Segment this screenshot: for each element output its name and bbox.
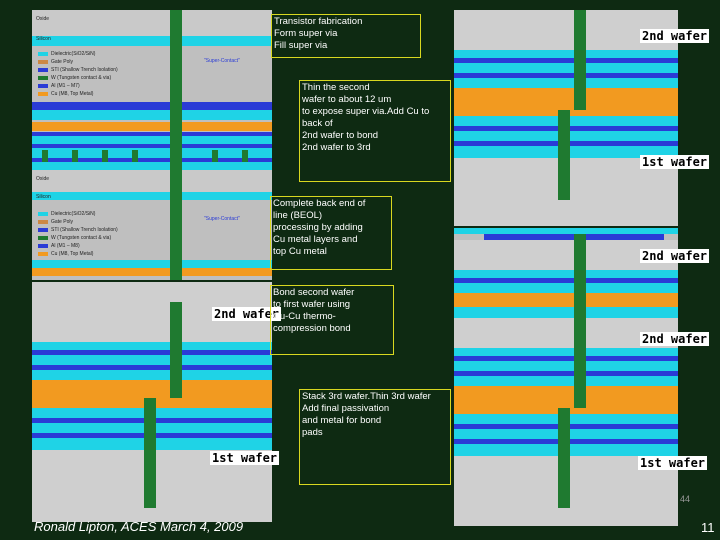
- step-box-5: Stack 3rd wafer.Thin 3rd wafer Add final…: [299, 389, 451, 485]
- footer-author: Ronald Lipton, ACES March 4, 2009: [34, 519, 244, 534]
- wafer-label-2nd-right-middle: 2nd wafer: [640, 249, 710, 263]
- legend-mid-item: STI (Shallow Trench Isolation): [38, 226, 118, 234]
- wafer-label-1st-right-bottom: 1st wafer: [638, 456, 708, 470]
- wafer-label-1st-left: 1st wafer: [210, 451, 280, 465]
- legend-top-item: Cu (M8, Top Metal): [38, 90, 118, 98]
- legend-mid-item: Al (M1 – M8): [38, 242, 118, 250]
- stack-right-middle-svg: [454, 228, 678, 318]
- legend-mid-oxide: Oxide: [36, 176, 50, 182]
- legend-top-item: W (Tungsten contact & via): [38, 74, 118, 82]
- stack-right-bottom-svg: [454, 318, 678, 526]
- legend-top-super-contact: "Super-Contact": [204, 58, 240, 64]
- legend-mid-item: Dielectric(SiO2/SiN): [38, 210, 118, 218]
- legend-top-item: Gate Poly: [38, 58, 118, 66]
- step-box-4: Bond second wafer to first wafer using C…: [270, 285, 394, 355]
- stack-diagram-middle: Oxide Silicon "Super-Contact" Dielectric…: [32, 170, 272, 280]
- wafer-label-2nd-left: 2nd wafer: [212, 307, 282, 321]
- stack-diagram-right-bottom: [454, 318, 678, 526]
- stack-middle-svg: [32, 170, 272, 280]
- legend-mid-super-contact: "Super-Contact": [204, 216, 240, 222]
- stack-diagram-right-top: [454, 10, 678, 226]
- wafer-label-1st-right-top: 1st wafer: [640, 155, 710, 169]
- wafer-label-2nd-right-bottom: 2nd wafer: [640, 332, 710, 346]
- legend-top-item: Al (M1 – M7): [38, 82, 118, 90]
- legend-mid-item: W (Tungsten contact & via): [38, 234, 118, 242]
- wafer-label-2nd-right-top: 2nd wafer: [640, 29, 710, 43]
- legend-mid-silicon: Silicon: [36, 194, 51, 200]
- step-box-2: Thin the second wafer to about 12 um to …: [299, 80, 451, 182]
- legend-mid-list: Dielectric(SiO2/SiN) Gate Poly STI (Shal…: [38, 210, 118, 258]
- step-box-3: Complete back end of line (BEOL) process…: [270, 196, 392, 270]
- legend-top-silicon: Silicon: [36, 36, 51, 42]
- page-number: 11: [701, 520, 715, 535]
- legend-mid-item: Cu (M8, Top Metal): [38, 250, 118, 258]
- step-box-1: Transistor fabrication Form super via Fi…: [271, 14, 421, 58]
- tiny-number: 44: [680, 494, 691, 504]
- legend-top-list: Dielectric(SiO2/SiN) Gate Poly STI (Shal…: [38, 50, 118, 98]
- legend-top-item: STI (Shallow Trench Isolation): [38, 66, 118, 74]
- stack-right-top-svg: [454, 10, 678, 226]
- legend-mid-item: Gate Poly: [38, 218, 118, 226]
- stack-diagram-bonded: [32, 282, 272, 522]
- stack-diagram-top: Oxide Silicon "Super-Contact" Dielectric…: [32, 10, 272, 193]
- legend-top-oxide: Oxide: [36, 16, 50, 22]
- stack-top-svg: [32, 10, 272, 193]
- legend-top-item: Dielectric(SiO2/SiN): [38, 50, 118, 58]
- stack-diagram-right-middle: [454, 228, 678, 318]
- stack-bonded-svg: [32, 282, 272, 522]
